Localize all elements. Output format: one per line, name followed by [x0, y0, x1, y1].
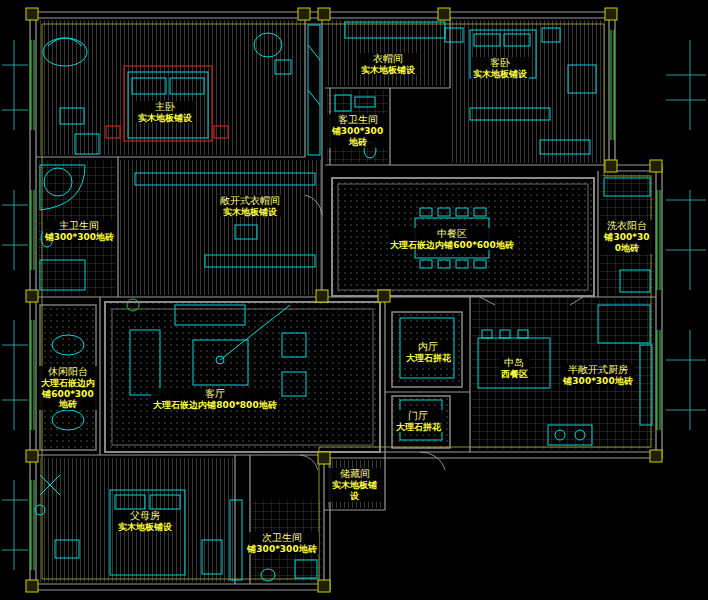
room-label: 内厅大理石拼花 — [404, 341, 453, 364]
room-name: 洗衣阳台 — [600, 220, 654, 232]
floor-spec: 实木地板铺设 — [359, 65, 417, 76]
room-area: 客卧实木地板铺设 — [450, 18, 609, 165]
room-label: 次卫生间铺300*300地砖 — [245, 532, 318, 555]
room-name: 客卧 — [471, 57, 529, 69]
floor-spec: 大理石拼花 — [404, 353, 453, 364]
room-name: 敞开式衣帽间 — [218, 195, 282, 207]
floor-spec: 实木地板铺设 — [116, 522, 174, 533]
room-label: 中岛西餐区 — [499, 357, 530, 380]
room-label: 主卫生间铺300*300地砖 — [43, 220, 116, 243]
room-area: 中餐区大理石嵌边内铺600*600地砖 — [325, 165, 598, 297]
room-area: 客厅大理石嵌边内铺800*800地砖 — [100, 297, 385, 455]
room-area: 衣帽间实木地板铺设 — [325, 18, 450, 88]
room-name: 门厅 — [394, 410, 443, 422]
room-name: 半敞开式厨房 — [561, 364, 634, 376]
floor-spec: 大理石拼花 — [394, 422, 443, 433]
floor-spec: 铺300*300地砖 — [561, 376, 634, 387]
room-area: 次卫生间铺300*300地砖 — [235, 455, 324, 584]
room-label: 敞开式衣帽间实木地板铺设 — [218, 195, 282, 218]
room-area: 洗衣阳台铺300*300地砖 — [598, 171, 656, 297]
room-area: 门厅大理石拼花 — [385, 392, 470, 452]
floor-spec: 铺300*300地砖 — [245, 544, 318, 555]
room-name: 休闲阳台 — [38, 366, 98, 378]
room-label: 储藏间实木地板铺设 — [326, 468, 383, 502]
room-label: 洗衣阳台铺300*300地砖 — [600, 220, 654, 254]
room-label: 半敞开式厨房铺300*300地砖 — [561, 364, 634, 387]
room-label: 休闲阳台大理石嵌边内铺600*300地砖 — [38, 366, 98, 410]
room-area: 休闲阳台大理石嵌边内铺600*300地砖 — [36, 297, 100, 455]
room-area: 内厅大理石拼花 — [385, 297, 470, 392]
floor-spec: 西餐区 — [499, 369, 530, 380]
room-name: 客厅 — [151, 388, 278, 400]
room-name: 次卫生间 — [245, 532, 318, 544]
room-label: 门厅大理石拼花 — [394, 410, 443, 433]
room-name: 内厅 — [404, 341, 453, 353]
room-area: 主卫生间铺300*300地砖 — [36, 157, 118, 297]
room-label: 客卧实木地板铺设 — [471, 57, 529, 80]
floor-spec: 铺300*300地砖 — [327, 126, 388, 148]
room-label: 衣帽间实木地板铺设 — [359, 53, 417, 76]
floor-spec: 大理石嵌边内铺800*800地砖 — [151, 400, 278, 411]
room-label: 中餐区大理石嵌边内铺600*600地砖 — [388, 228, 515, 251]
room-area: 半敞开式厨房铺300*300地砖 中岛西餐区 — [470, 297, 656, 452]
room-label: 父母房实木地板铺设 — [116, 510, 174, 533]
floor-spec: 大理石嵌边内铺600*300地砖 — [38, 378, 98, 410]
room-name: 中岛 — [499, 357, 530, 369]
floor-spec: 实木地板铺设 — [136, 113, 194, 124]
room-name: 衣帽间 — [359, 53, 417, 65]
room-area: 中岛西餐区 — [475, 335, 555, 390]
floor-spec: 铺300*300地砖 — [600, 232, 654, 254]
room-name: 中餐区 — [388, 228, 515, 240]
room-label: 客卫生间铺300*300地砖 — [327, 114, 388, 148]
room-area: 主卧实木地板铺设 — [38, 18, 305, 157]
room-area: 父母房实木地板铺设 — [36, 455, 235, 584]
floor-spec: 大理石嵌边内铺600*600地砖 — [388, 240, 515, 251]
room-area: 敞开式衣帽间实木地板铺设 — [118, 157, 325, 297]
room-name: 主卫生间 — [43, 220, 116, 232]
room-label: 主卧实木地板铺设 — [136, 101, 194, 124]
floor-spec: 实木地板铺设 — [218, 207, 282, 218]
floor-spec: 实木地板铺设 — [326, 480, 383, 502]
room-name: 主卧 — [136, 101, 194, 113]
room-area: 客卫生间铺300*300地砖 — [325, 88, 390, 165]
room-name: 父母房 — [116, 510, 174, 522]
floor-spec: 铺300*300地砖 — [43, 232, 116, 243]
floor-spec: 实木地板铺设 — [471, 69, 529, 80]
room-name: 储藏间 — [326, 468, 383, 480]
room-area: 储藏间实木地板铺设 — [324, 458, 385, 510]
room-label: 客厅大理石嵌边内铺800*800地砖 — [151, 388, 278, 411]
room-name: 客卫生间 — [327, 114, 388, 126]
